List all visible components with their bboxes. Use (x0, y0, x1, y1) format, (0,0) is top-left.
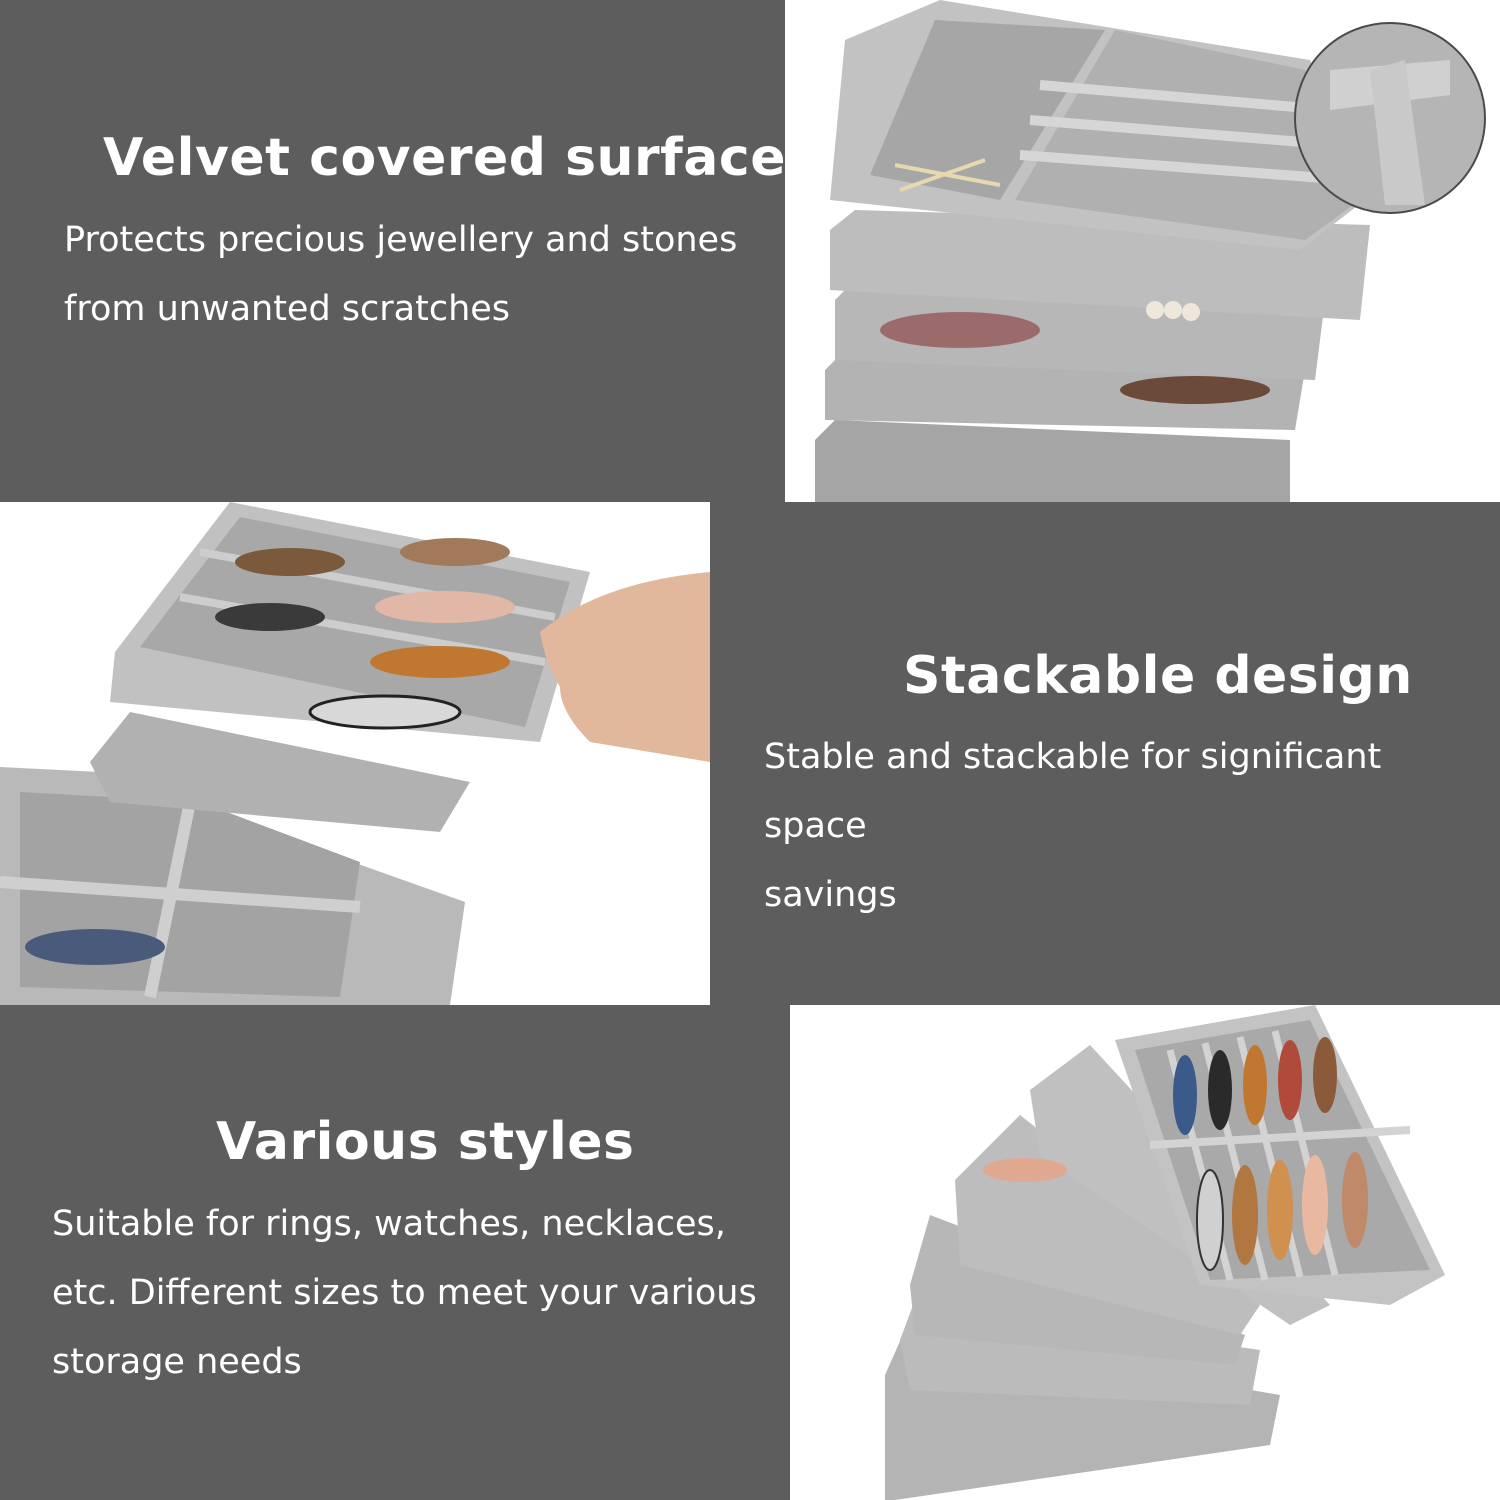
photo-fanned-trays (790, 1005, 1500, 1500)
feature-heading-stackable: Stackable design (903, 646, 1413, 706)
feature-heading-various: Various styles (216, 1112, 635, 1172)
hand-trays-illustration (0, 502, 710, 1005)
feature-text-velvet: Protects precious jewellery and stones f… (64, 206, 764, 344)
photo-stacked-trays-velvet (785, 0, 1500, 502)
feature-panel-various: Various styles Suitable for rings, watch… (0, 1005, 790, 1500)
feature-text-line: Stable and stackable for significant spa… (764, 737, 1382, 846)
photo-hand-trays (0, 502, 710, 1005)
feature-text-line: Protects precious jewellery and stones (64, 220, 738, 260)
feature-heading-velvet: Velvet covered surface (103, 128, 786, 188)
feature-text-stackable: Stable and stackable for significant spa… (764, 723, 1494, 930)
feature-text-line: Suitable for rings, watches, necklaces, (52, 1204, 726, 1244)
feature-text-line: savings (764, 875, 897, 915)
feature-text-line: from unwanted scratches (64, 289, 511, 329)
feature-text-line: storage needs (52, 1342, 302, 1382)
stacked-trays-illustration (815, 0, 1486, 502)
fanned-trays-illustration (885, 1005, 1445, 1500)
feature-text-various: Suitable for rings, watches, necklaces, … (52, 1190, 782, 1397)
feature-panel-stackable: Stackable design Stable and stackable fo… (710, 502, 1500, 1005)
feature-panel-velvet: Velvet covered surface Protects precious… (0, 0, 786, 502)
feature-text-line: etc. Different sizes to meet your variou… (52, 1273, 757, 1313)
